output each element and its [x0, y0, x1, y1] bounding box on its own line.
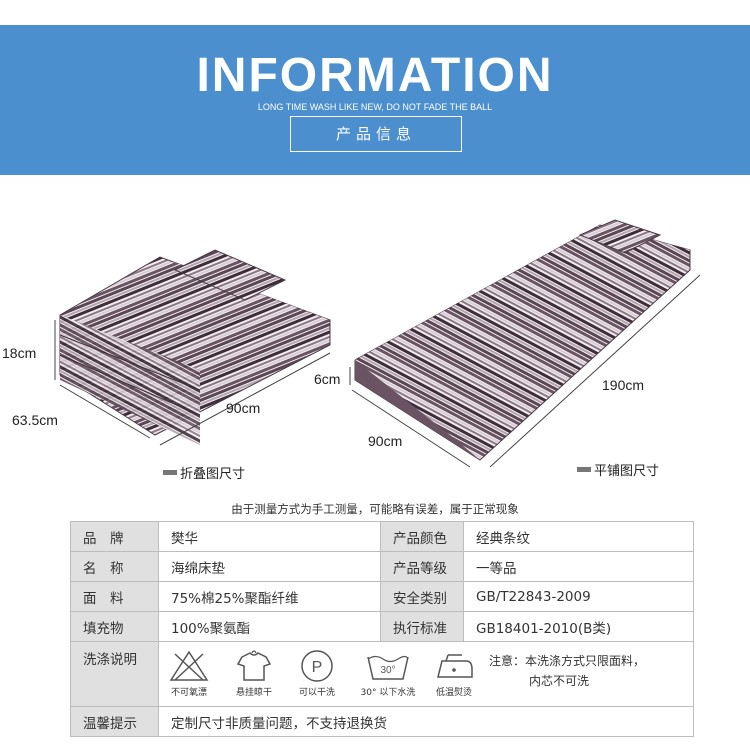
table-row: 填充物 100%聚氨酯 执行标准 GB18401-2010(B类)	[70, 611, 694, 642]
table-row: 品 牌 樊华 产品颜色 经典条纹	[70, 521, 694, 552]
care-note-line1: 注意：本洗涤方式只限面料，	[489, 653, 646, 668]
filling-value: 100%聚氨酯	[158, 611, 381, 642]
mattress-illustrations	[54, 219, 701, 468]
wash-temp-text: 30°	[380, 665, 395, 676]
folded-caption-text: 折叠图尺寸	[180, 467, 246, 482]
caption-marker-icon	[577, 467, 591, 472]
care-label: 洗涤说明	[70, 641, 159, 707]
care-note: 注意：本洗涤方式只限面料， 内芯不可洗	[489, 651, 645, 691]
fabric-value: 75%棉25%聚酯纤维	[158, 581, 381, 612]
color-label: 产品颜色	[380, 521, 464, 552]
standard-value: GB18401-2010(B类)	[463, 611, 694, 642]
standard-label: 执行标准	[380, 611, 464, 642]
measurement-note: 由于测量方式为手工测量，可能略有误差，属于正常现象	[231, 502, 519, 516]
flat-caption: 平铺图尺寸	[577, 460, 659, 479]
safety-label: 安全类别	[380, 581, 464, 612]
grade-label: 产品等级	[380, 551, 464, 582]
filling-label: 填充物	[70, 611, 159, 642]
no-bleach-icon: 不可氧漂	[159, 649, 219, 698]
safety-value: GB/T22843-2009	[463, 581, 694, 612]
folded-caption: 折叠图尺寸	[163, 463, 245, 482]
name-value: 海绵床垫	[158, 551, 381, 582]
table-row: 面 料 75%棉25%聚酯纤维 安全类别 GB/T22843-2009	[70, 581, 694, 612]
spec-table: 品 牌 樊华 产品颜色 经典条纹 名 称 海绵床垫 产品等级 一等品 面 料 7…	[70, 521, 694, 737]
color-value: 经典条纹	[463, 521, 694, 552]
brand-value: 樊华	[158, 521, 381, 552]
table-row: 名 称 海绵床垫 产品等级 一等品	[70, 551, 694, 582]
name-label: 名 称	[70, 551, 159, 582]
flat-mattress-image	[349, 219, 701, 468]
no-bleach-caption: 不可氧漂	[170, 687, 207, 698]
flat-width-label: 90cm	[368, 433, 403, 449]
banner-subtitle: LONG TIME WASH LIKE NEW, DO NOT FADE THE…	[257, 102, 493, 112]
folded-mattress-image	[54, 249, 331, 446]
flat-length-label: 190cm	[602, 377, 645, 393]
table-row: 温馨提示 定制尺寸非质量问题，不支持退换货	[70, 706, 694, 737]
low-iron-icon: 低温熨烫	[424, 649, 484, 698]
product-dimension-figures: 18cm 63.5cm 90cm 折叠图尺寸 6cm 90cm 190cm 平铺…	[0, 195, 750, 495]
low-iron-caption: 低温熨烫	[435, 687, 472, 698]
banner-section-label: 产品信息	[290, 116, 462, 152]
flat-caption-text: 平铺图尺寸	[594, 464, 660, 479]
svg-text:P: P	[312, 659, 323, 676]
tip-label: 温馨提示	[70, 706, 159, 737]
flat-height-label: 6cm	[314, 371, 341, 387]
fabric-label: 面 料	[70, 581, 159, 612]
folded-height-label: 18cm	[2, 345, 37, 361]
dry-clean-caption: 可以干洗	[298, 687, 335, 698]
wash-30-icon: 30° 30° 以下水洗	[352, 649, 424, 698]
table-row: 洗涤说明 不可氧漂 悬挂晾干 P 可以干洗	[70, 641, 694, 707]
banner-title: INFORMATION	[196, 49, 554, 102]
caption-marker-icon	[163, 470, 177, 475]
header-banner: INFORMATION LONG TIME WASH LIKE NEW, DO …	[0, 25, 750, 175]
care-cell: 不可氧漂 悬挂晾干 P 可以干洗 30° 30° 以下水洗	[158, 641, 694, 707]
hang-dry-caption: 悬挂晾干	[235, 687, 272, 698]
hang-dry-icon: 悬挂晾干	[224, 649, 284, 698]
tip-value: 定制尺寸非质量问题，不支持退换货	[158, 706, 694, 737]
grade-value: 一等品	[463, 551, 694, 582]
dry-clean-p-icon: P 可以干洗	[287, 649, 347, 698]
folded-width-label: 90cm	[226, 400, 261, 416]
brand-label: 品 牌	[70, 521, 159, 552]
care-note-line2: 内芯不可洗	[529, 673, 590, 688]
folded-depth-label: 63.5cm	[12, 412, 58, 428]
wash-caption: 30° 以下水洗	[360, 687, 416, 698]
